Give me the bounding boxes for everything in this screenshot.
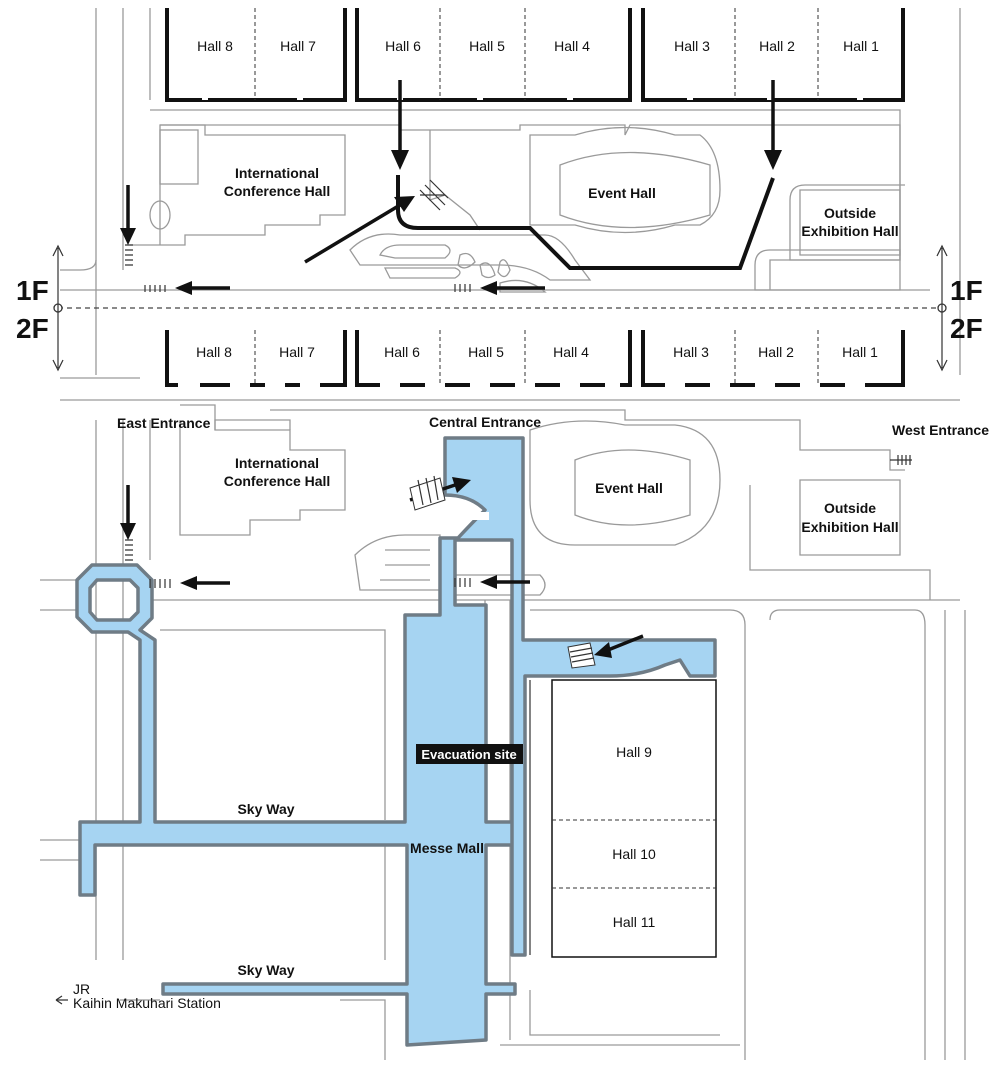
hall-2f-label: Hall 5: [468, 344, 504, 360]
hall-9-label: Hall 9: [616, 744, 652, 760]
hall-2f-label: Hall 3: [673, 344, 709, 360]
route-labels: Evacuation site Messe Mall Sky Way Sky W…: [73, 744, 523, 1011]
event-hall-label: Event Hall: [588, 185, 656, 201]
hall-2f-label: Hall 7: [279, 344, 315, 360]
event-hall-label: Event Hall: [595, 480, 663, 496]
east-entrance-label: East Entrance: [117, 415, 211, 431]
hall-2f-label: Hall 8: [196, 344, 232, 360]
sky-way-label-lower: Sky Way: [237, 962, 294, 978]
evacuation-route-1f: [396, 175, 775, 270]
outside-exhibition-label-line1: Outside: [824, 205, 876, 221]
entrance-labels: East Entrance Central Entrance West Entr…: [117, 414, 989, 438]
hall-1f-label: Hall 6: [385, 38, 421, 54]
floor-label-2f-right: 2F: [950, 313, 983, 344]
hall-10-label: Hall 10: [612, 846, 656, 862]
hall-1f-label: Hall 7: [280, 38, 316, 54]
hall-1f-label: Hall 4: [554, 38, 590, 54]
floor-divider: [52, 244, 948, 372]
conference-hall-label-line1: International: [235, 165, 319, 181]
hall-labels-2f: Hall 8 Hall 7 Hall 6 Hall 5 Hall 4 Hall …: [196, 344, 878, 360]
conference-hall-label-line2: Conference Hall: [224, 473, 331, 489]
evacuation-arrows: [55, 80, 912, 1005]
west-entrance-label: West Entrance: [892, 422, 989, 438]
halls-2f-block: [165, 330, 905, 388]
hall-1f-label: Hall 1: [843, 38, 879, 54]
hall-labels-1f: Hall 8 Hall 7 Hall 6 Hall 5 Hall 4 Hall …: [197, 38, 879, 54]
conference-hall-label-line1: International: [235, 455, 319, 471]
messe-mall-label: Messe Mall: [410, 840, 484, 856]
outside-exhibition-label-line2: Exhibition Hall: [801, 223, 898, 239]
hall-2f-label: Hall 4: [553, 344, 589, 360]
evacuation-site-label: Evacuation site: [421, 747, 516, 762]
hall-11-label: Hall 11: [613, 914, 656, 930]
hall-2f-label: Hall 2: [758, 344, 794, 360]
evacuation-site-badge: [416, 744, 523, 764]
outside-exhibition-label-line1: Outside: [824, 500, 876, 516]
outside-exhibition-label-line2: Exhibition Hall: [801, 519, 898, 535]
halls-1f-block: [165, 8, 905, 102]
hall-1f-label: Hall 2: [759, 38, 795, 54]
hall-9-10-11-block: [529, 679, 717, 958]
floor-label-2f-left: 2F: [16, 313, 49, 344]
hall-2f-label: Hall 6: [384, 344, 420, 360]
hall-2f-label: Hall 1: [842, 344, 878, 360]
sky-way-label-upper: Sky Way: [237, 801, 294, 817]
hall-1f-label: Hall 3: [674, 38, 710, 54]
hall-1f-label: Hall 5: [469, 38, 505, 54]
building-labels-1f: International Conference Hall Event Hall…: [224, 165, 899, 239]
floor-label-1f-left: 1F: [16, 275, 49, 306]
evacuation-area: [75, 436, 717, 1047]
conference-hall-label-line2: Conference Hall: [224, 183, 331, 199]
central-entrance-label: Central Entrance: [429, 414, 541, 430]
floor-label-1f-right: 1F: [950, 275, 983, 306]
building-labels-2f: International Conference Hall Event Hall…: [224, 455, 899, 930]
station-label-line1: JR: [73, 981, 90, 997]
station-label-line2: Kaihin Makuhari Station: [73, 995, 221, 1011]
hall-1f-label: Hall 8: [197, 38, 233, 54]
